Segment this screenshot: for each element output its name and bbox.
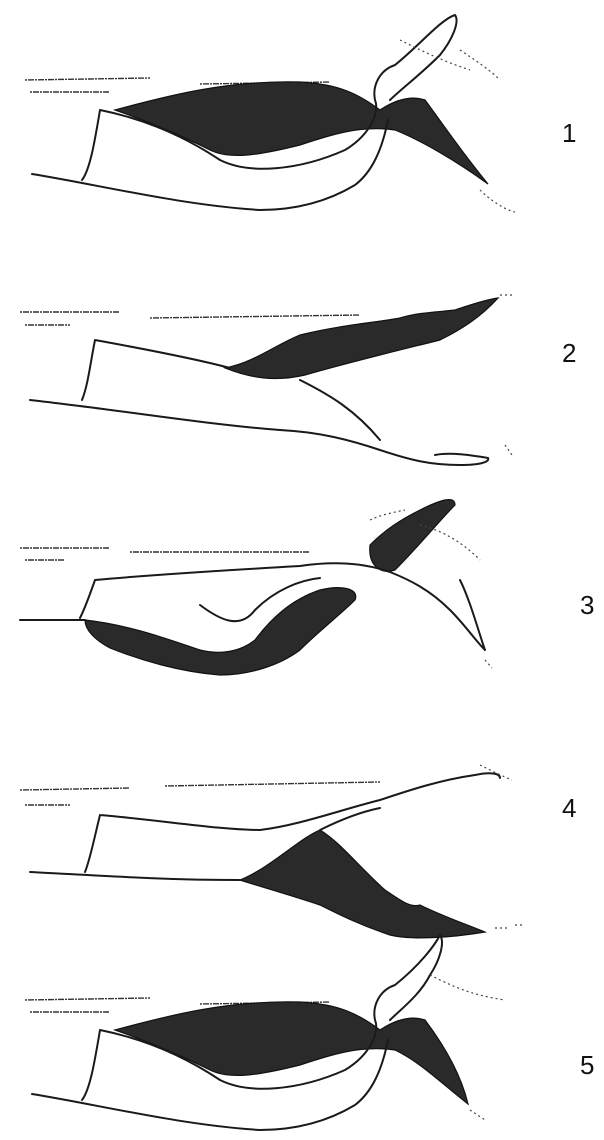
frame-number-3: 3 bbox=[580, 592, 594, 618]
frame-4-drawing bbox=[20, 765, 525, 938]
frame-number-4: 4 bbox=[562, 795, 576, 821]
frame-1-drawing bbox=[25, 15, 515, 212]
frame-3-drawing bbox=[20, 500, 492, 675]
frame-number-2: 2 bbox=[562, 340, 576, 366]
frame-2-drawing bbox=[20, 295, 515, 465]
frame-number-1: 1 bbox=[562, 120, 576, 146]
frame-number-5: 5 bbox=[580, 1052, 594, 1078]
frame-5-drawing bbox=[25, 935, 505, 1130]
